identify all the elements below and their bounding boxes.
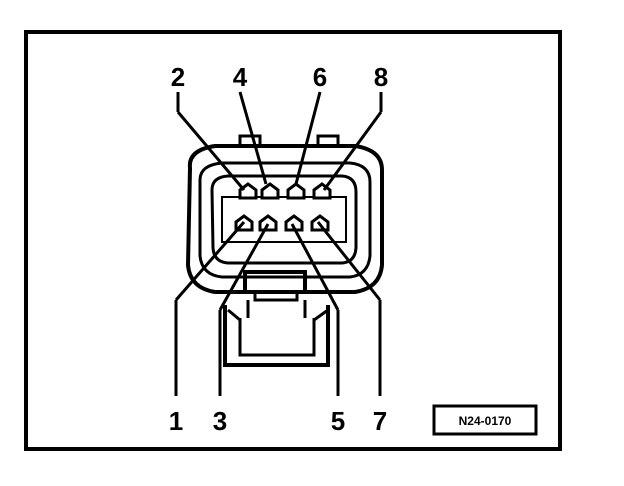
pin-label-5: 5 [331,406,345,436]
leader-lines [174,91,383,396]
reference-code-box [432,404,538,436]
reference-code: N24-0170 [459,414,512,428]
leader-1 [174,221,246,301]
socket-5 [284,214,304,232]
socket-6 [286,182,306,200]
connector-housing [185,134,384,294]
connector-latch [223,270,330,367]
leader-4 [238,91,268,185]
leader-7 [316,221,382,301]
pin-label-2: 2 [171,62,185,92]
pin-label-8: 8 [374,62,388,92]
socket-3 [258,214,278,232]
pin-label-7: 7 [373,406,387,436]
diagram-frame [24,30,562,451]
leader-3 [218,223,270,311]
pin-sockets [234,182,332,232]
pin-label-4: 4 [233,62,248,92]
socket-4 [260,182,280,200]
pin-label-6: 6 [313,62,327,92]
leader-5 [290,223,340,311]
pin-label-3: 3 [213,406,227,436]
socket-2 [238,182,258,200]
leader-6 [294,91,322,185]
pin-label-1: 1 [169,406,183,436]
